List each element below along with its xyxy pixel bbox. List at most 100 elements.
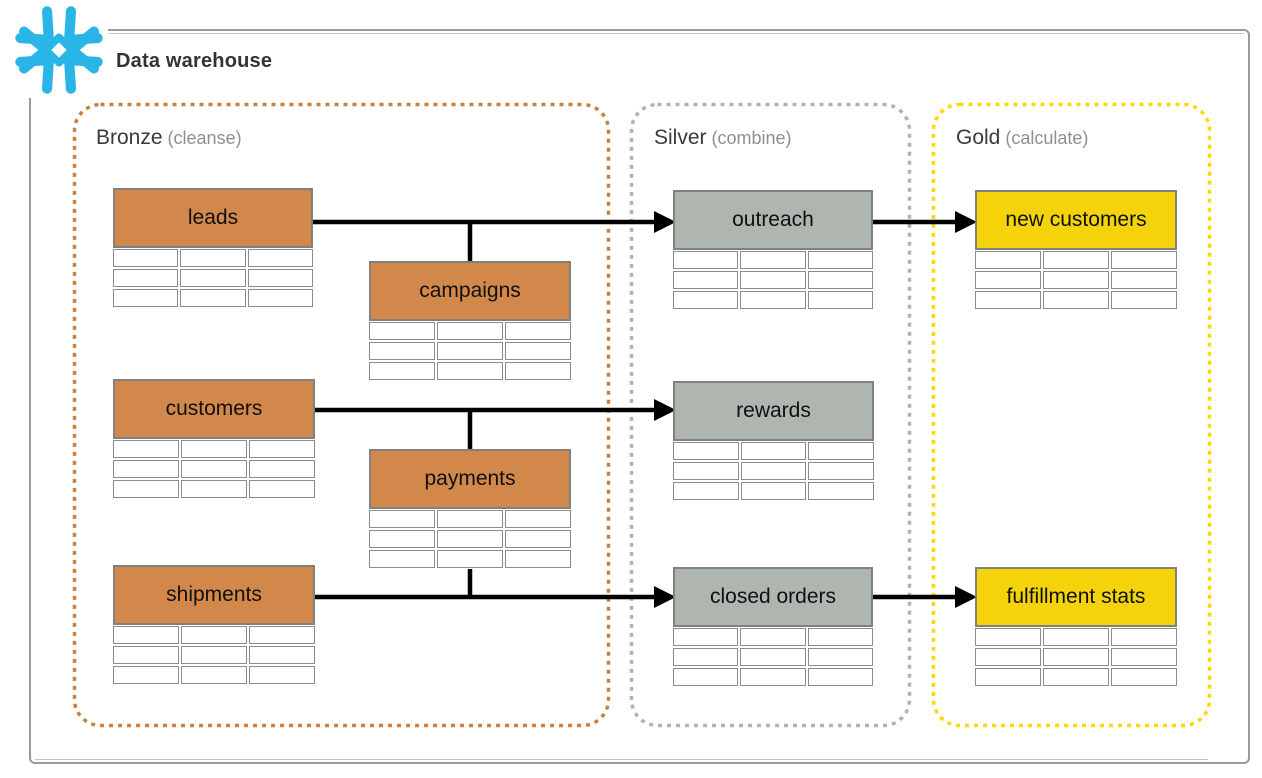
table-cell [369, 342, 435, 360]
table-cell [975, 668, 1041, 686]
table-cell [369, 510, 435, 528]
table-payments-label: payments [424, 467, 516, 490]
table-cell [437, 510, 503, 528]
table-cell [1043, 291, 1109, 309]
table-cell [673, 668, 739, 686]
table-cell [249, 480, 315, 498]
table-closed-orders-grid [673, 628, 873, 686]
table-cell [505, 530, 571, 548]
table-cell [247, 269, 313, 287]
table-new-customers: new customers [975, 190, 1177, 309]
table-cell [740, 271, 806, 289]
table-cell [740, 482, 807, 500]
arrowhead-rewards [654, 399, 676, 421]
table-cell [437, 342, 503, 360]
table-cell [113, 480, 179, 498]
table-cell [505, 322, 571, 340]
table-cell [180, 289, 246, 307]
table-cell [1043, 648, 1109, 666]
table-leads-grid [113, 249, 313, 307]
arrowhead-fulfillment-stats [955, 586, 977, 608]
table-cell [1043, 628, 1109, 646]
table-cell [807, 648, 873, 666]
table-cell [975, 271, 1041, 289]
table-cell [369, 550, 435, 568]
table-cell [740, 648, 806, 666]
table-rewards-label: rewards [736, 399, 811, 422]
table-cell [808, 462, 874, 480]
table-campaigns-header: campaigns [369, 261, 571, 321]
table-cell [181, 666, 247, 684]
table-new-customers-grid [975, 251, 1177, 309]
table-outreach: outreach [673, 190, 873, 309]
table-cell [673, 251, 739, 269]
table-cell [673, 291, 739, 309]
table-customers-header: customers [113, 379, 315, 439]
table-cell [369, 362, 435, 380]
table-new-customers-label: new customers [1005, 208, 1147, 231]
gold-panel-border [931, 102, 1212, 728]
table-campaigns: campaigns [369, 261, 571, 380]
table-customers-label: customers [165, 397, 263, 420]
table-cell [181, 460, 247, 478]
table-cell [369, 530, 435, 548]
table-closed-orders-header: closed orders [673, 567, 873, 627]
table-outreach-label: outreach [732, 208, 814, 231]
snowflake-icon [15, 6, 103, 94]
table-cell [181, 440, 247, 458]
table-cell [505, 550, 571, 568]
table-shipments: shipments [113, 565, 315, 684]
table-cell [369, 322, 435, 340]
table-cell [247, 289, 313, 307]
table-cell [740, 442, 807, 460]
table-cell [505, 362, 571, 380]
table-cell [807, 291, 873, 309]
table-fulfillment-stats-header: fulfillment stats [975, 567, 1177, 627]
table-leads-label: leads [187, 206, 239, 229]
table-rewards: rewards [673, 381, 874, 500]
table-shipments-label: shipments [166, 583, 262, 606]
table-cell [249, 440, 315, 458]
table-cell [740, 291, 806, 309]
table-outreach-grid [673, 251, 873, 309]
table-fulfillment-stats: fulfillment stats [975, 567, 1177, 686]
table-campaigns-grid [369, 322, 571, 380]
table-payments: payments [369, 449, 571, 568]
panel-label-bronze: Bronze(cleanse) [96, 126, 242, 150]
table-campaigns-label: campaigns [419, 279, 521, 302]
table-closed-orders-label: closed orders [709, 585, 837, 608]
table-cell [673, 462, 739, 480]
table-cell [807, 251, 873, 269]
table-cell [437, 530, 503, 548]
table-cell [807, 271, 873, 289]
table-payments-header: payments [369, 449, 571, 509]
table-cell [113, 460, 179, 478]
table-cell [113, 666, 179, 684]
table-cell [975, 291, 1041, 309]
table-cell [249, 460, 315, 478]
table-cell [113, 249, 179, 267]
table-cell [740, 668, 806, 686]
table-cell [1111, 628, 1177, 646]
table-cell [1111, 668, 1177, 686]
table-cell [807, 668, 873, 686]
table-cell [180, 249, 246, 267]
table-cell [1043, 668, 1109, 686]
table-cell [437, 322, 503, 340]
table-cell [673, 648, 739, 666]
table-customers: customers [113, 379, 315, 498]
table-cell [1043, 271, 1109, 289]
table-rewards-header: rewards [673, 381, 874, 441]
table-cell [505, 342, 571, 360]
table-cell [808, 442, 874, 460]
table-customers-grid [113, 440, 315, 498]
table-leads: leads [113, 188, 313, 307]
table-cell [249, 646, 315, 664]
table-cell [808, 482, 874, 500]
table-cell [1111, 271, 1177, 289]
table-shipments-grid [113, 626, 315, 684]
arrowhead-outreach [654, 211, 676, 233]
table-cell [1043, 251, 1109, 269]
